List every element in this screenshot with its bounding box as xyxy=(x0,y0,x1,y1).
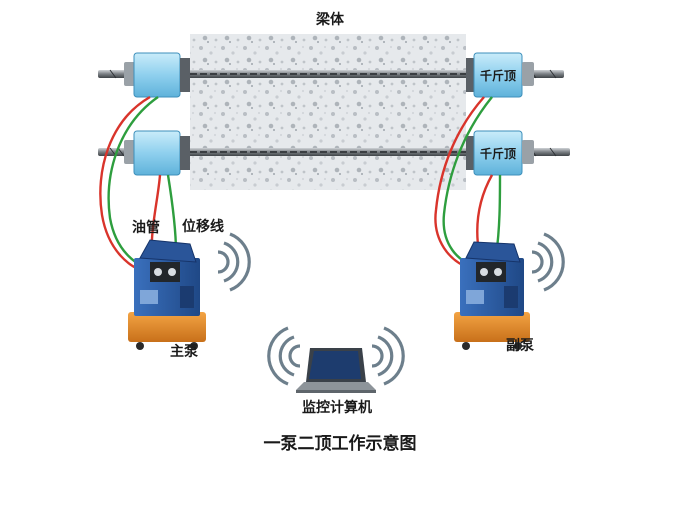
computer-signal-left-icon xyxy=(267,326,302,386)
right-upper-jack: 千斤顶 xyxy=(466,52,534,98)
aux-pump-signal-icon xyxy=(530,232,565,292)
right-lower-jack-label: 千斤顶 xyxy=(480,146,516,161)
left-upper-jack xyxy=(124,52,190,98)
right-upper-oil-pipe xyxy=(434,96,485,270)
laptop-icon xyxy=(296,348,376,393)
main-pump-signal-icon xyxy=(216,232,251,292)
aux-pump-label: 副泵 xyxy=(506,338,534,354)
aux-pump-icon xyxy=(454,241,530,350)
right-upper-displacement-wire xyxy=(442,96,493,268)
displacement-wire-label: 位移线 xyxy=(182,218,224,235)
left-upper-oil-pipe xyxy=(99,95,151,274)
main-pump-icon xyxy=(128,239,206,350)
right-lower-jack: 千斤顶 xyxy=(466,130,534,176)
beam-body xyxy=(190,34,466,190)
beam-label: 梁体 xyxy=(315,11,345,28)
computer-label: 监控计算机 xyxy=(302,399,372,416)
diagram-caption: 一泵二顶工作示意图 xyxy=(264,433,417,454)
right-upper-jack-label: 千斤顶 xyxy=(480,68,516,83)
main-pump-label: 主泵 xyxy=(170,343,198,360)
left-lower-jack xyxy=(124,130,190,176)
left-lower-displacement-wire xyxy=(166,174,178,253)
oil-pipe-label: 油管 xyxy=(132,219,160,236)
computer-signal-right-icon xyxy=(370,326,405,386)
